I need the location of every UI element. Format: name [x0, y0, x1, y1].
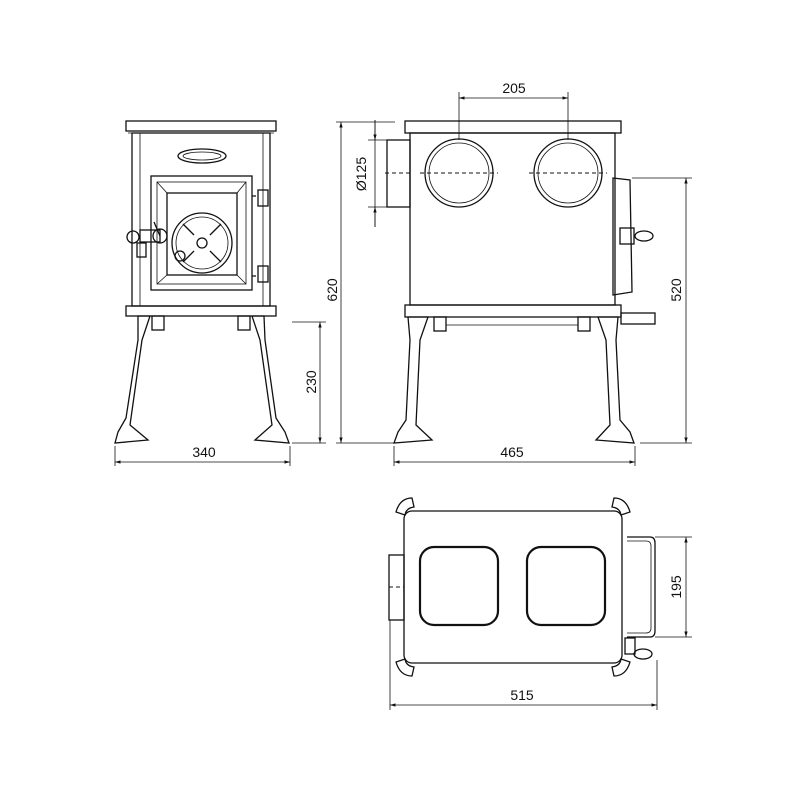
foot-bottom-right — [611, 658, 631, 677]
fire-door — [150, 175, 253, 291]
side-body — [409, 132, 616, 306]
foot-bottom-left — [395, 658, 415, 677]
foot-top-left — [395, 497, 415, 516]
side-view — [385, 120, 656, 444]
hotplate-right — [525, 545, 607, 627]
foot-top-right — [611, 497, 631, 516]
brand-logo — [177, 148, 227, 164]
top-plate — [125, 120, 277, 132]
hinge-bottom — [257, 265, 269, 283]
side-top-plate — [404, 120, 622, 134]
top-flue-collar — [388, 554, 405, 621]
dim-door-height: 520 — [668, 278, 684, 302]
front-right-leg — [251, 315, 290, 444]
dim-front-width: 340 — [192, 444, 216, 460]
hotplate-left — [418, 545, 500, 627]
side-left-leg — [393, 316, 434, 444]
dim-total-height: 620 — [324, 278, 340, 302]
dim-flue-diameter: Ø125 — [353, 157, 369, 191]
flue-collar — [386, 139, 411, 208]
side-handle-rail — [627, 536, 656, 638]
base-band — [125, 305, 277, 317]
top-view — [388, 497, 656, 677]
dim-flue-spacing: 205 — [502, 80, 526, 96]
dim-side-depth: 465 — [500, 444, 524, 460]
side-base — [404, 304, 622, 318]
door-handle-knob — [126, 230, 140, 244]
top-plate-outline — [403, 510, 623, 664]
front-view — [114, 120, 290, 444]
hinge-top — [257, 189, 269, 207]
stove-body — [131, 132, 271, 307]
dim-handle-width: 195 — [668, 575, 684, 599]
dim-top-depth: 515 — [510, 687, 534, 703]
side-handle-knob — [634, 230, 654, 242]
front-left-leg — [114, 315, 151, 444]
top-handle-knob — [633, 648, 653, 660]
side-door — [612, 177, 633, 296]
air-control-wheel — [171, 212, 233, 274]
side-right-leg — [594, 316, 635, 444]
ash-shelf — [620, 312, 656, 325]
dim-leg-height: 230 — [303, 370, 319, 394]
